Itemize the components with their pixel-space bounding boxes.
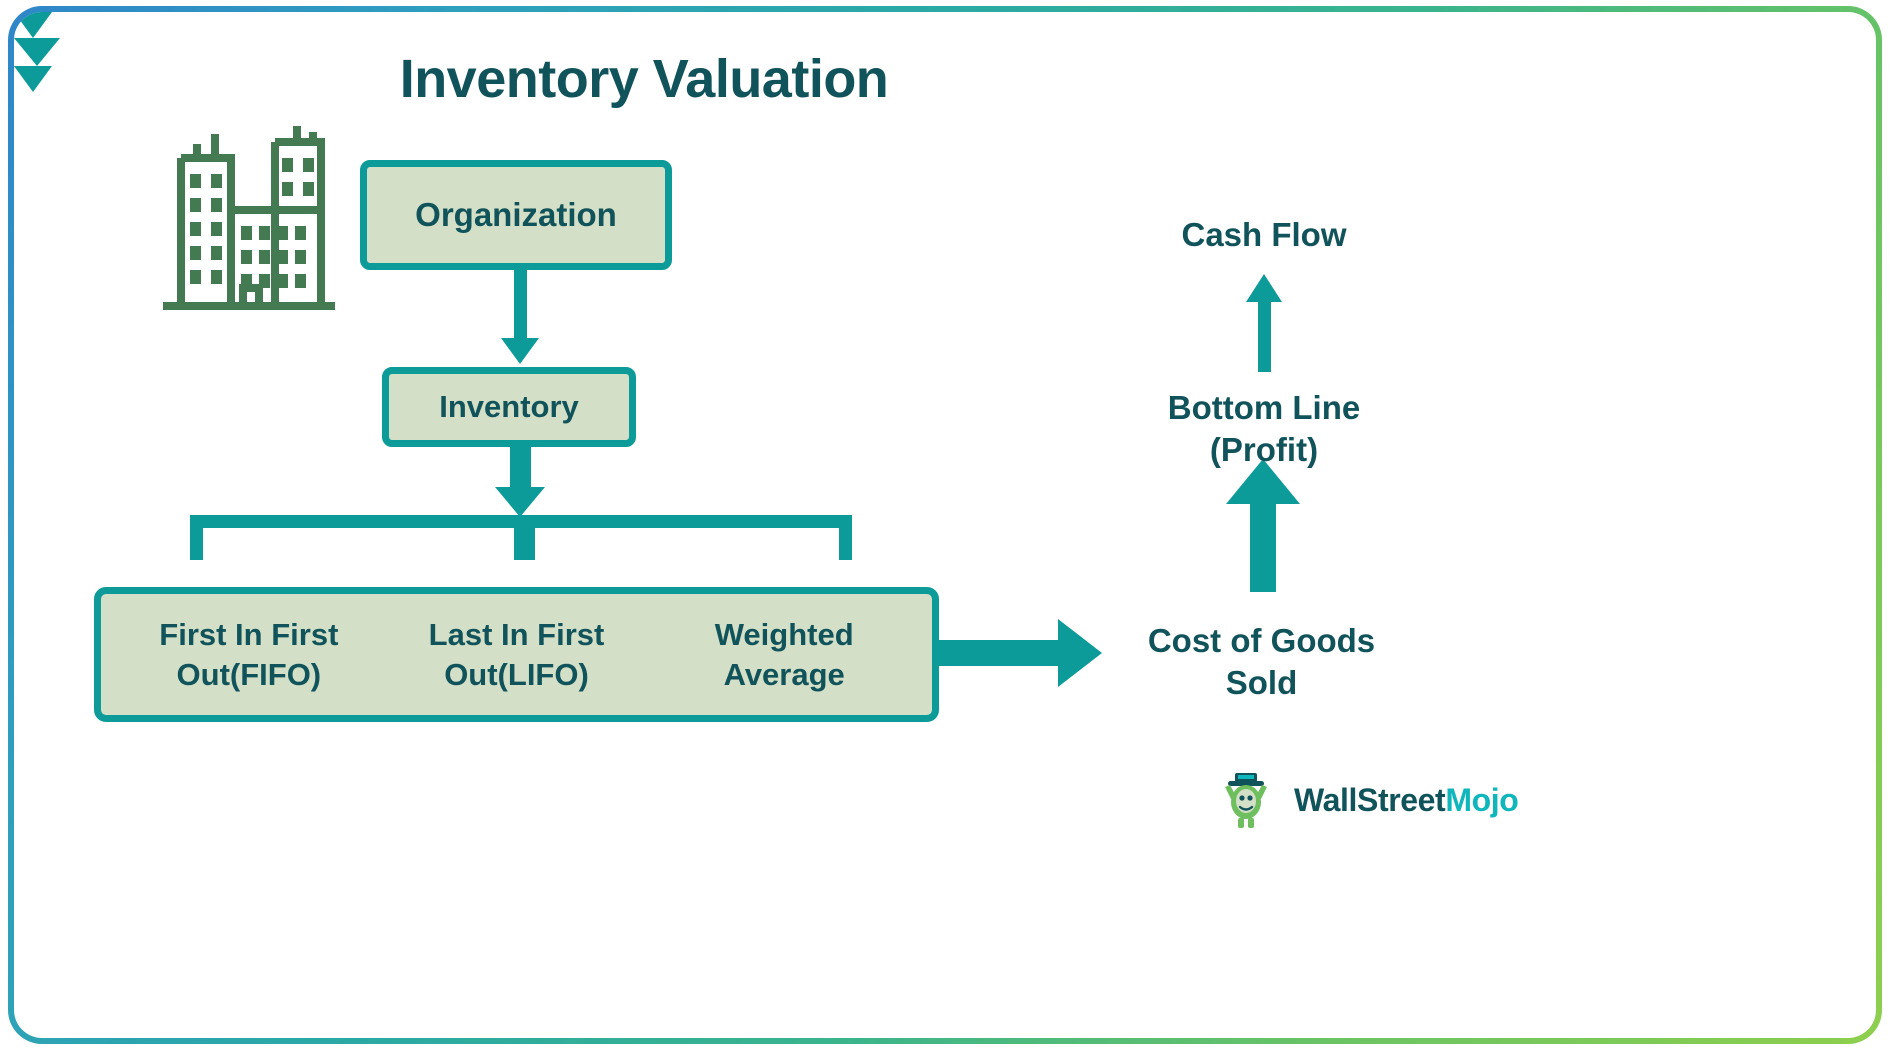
branch-shaft-fifo (190, 515, 203, 560)
wallstreetmojo-logo: WallStreetMojo (1222, 767, 1552, 833)
node-organization-label: Organization (415, 196, 617, 233)
branch-arrowhead-fifo (14, 12, 52, 38)
arrow-inventory-trunk-head (495, 487, 545, 517)
logo-text-accent: Mojo (1445, 781, 1519, 818)
arrow-methods-to-cogs-shaft (939, 640, 1064, 666)
building-icon (163, 126, 335, 310)
method-lifo-label: Last In First Out(LIFO) (428, 616, 605, 692)
node-valuation-methods[interactable]: First In First Out(FIFO) Last In First O… (94, 587, 939, 722)
method-weighted-average-label: Weighted Average (714, 616, 854, 692)
arrow-inventory-trunk-shaft (510, 447, 531, 489)
page-title: Inventory Valuation (399, 49, 889, 109)
method-fifo-label: First In First Out(FIFO) (159, 616, 339, 692)
infographic-card-frame: Inventory Valuation (8, 6, 1882, 1044)
arrow-organization-to-inventory-head (501, 338, 539, 364)
arrow-bottom-line-to-cash-flow-shaft (1258, 297, 1271, 372)
node-organization[interactable]: Organization (360, 160, 672, 270)
node-inventory-label: Inventory (439, 389, 579, 424)
arrow-cogs-to-bottom-line-shaft (1250, 502, 1276, 592)
infographic-canvas: Inventory Valuation (14, 12, 1876, 1038)
wallstreetmojo-mascot-icon (1225, 773, 1267, 828)
branch-shaft-weighted-average (839, 515, 852, 560)
arrow-methods-to-cogs-head (1058, 619, 1102, 687)
branch-arrowhead-lifo (14, 38, 60, 66)
logo-text-primary: WallStreet (1294, 781, 1446, 818)
logo-wordmark: WallStreetMojo (1294, 781, 1519, 819)
arrow-cogs-to-bottom-line-head (1226, 459, 1300, 504)
arrow-bottom-line-to-cash-flow-head (1246, 274, 1282, 302)
node-cash-flow: Cash Flow (1181, 216, 1347, 253)
node-bottom-line-profit: Bottom Line (Profit) (1167, 389, 1361, 468)
arrow-organization-to-inventory-shaft (514, 270, 527, 342)
node-inventory[interactable]: Inventory (382, 367, 636, 447)
branch-shaft-lifo (514, 515, 535, 560)
node-cost-of-goods-sold: Cost of Goods Sold (1147, 622, 1376, 701)
branch-arrowhead-weighted-average (14, 66, 52, 92)
